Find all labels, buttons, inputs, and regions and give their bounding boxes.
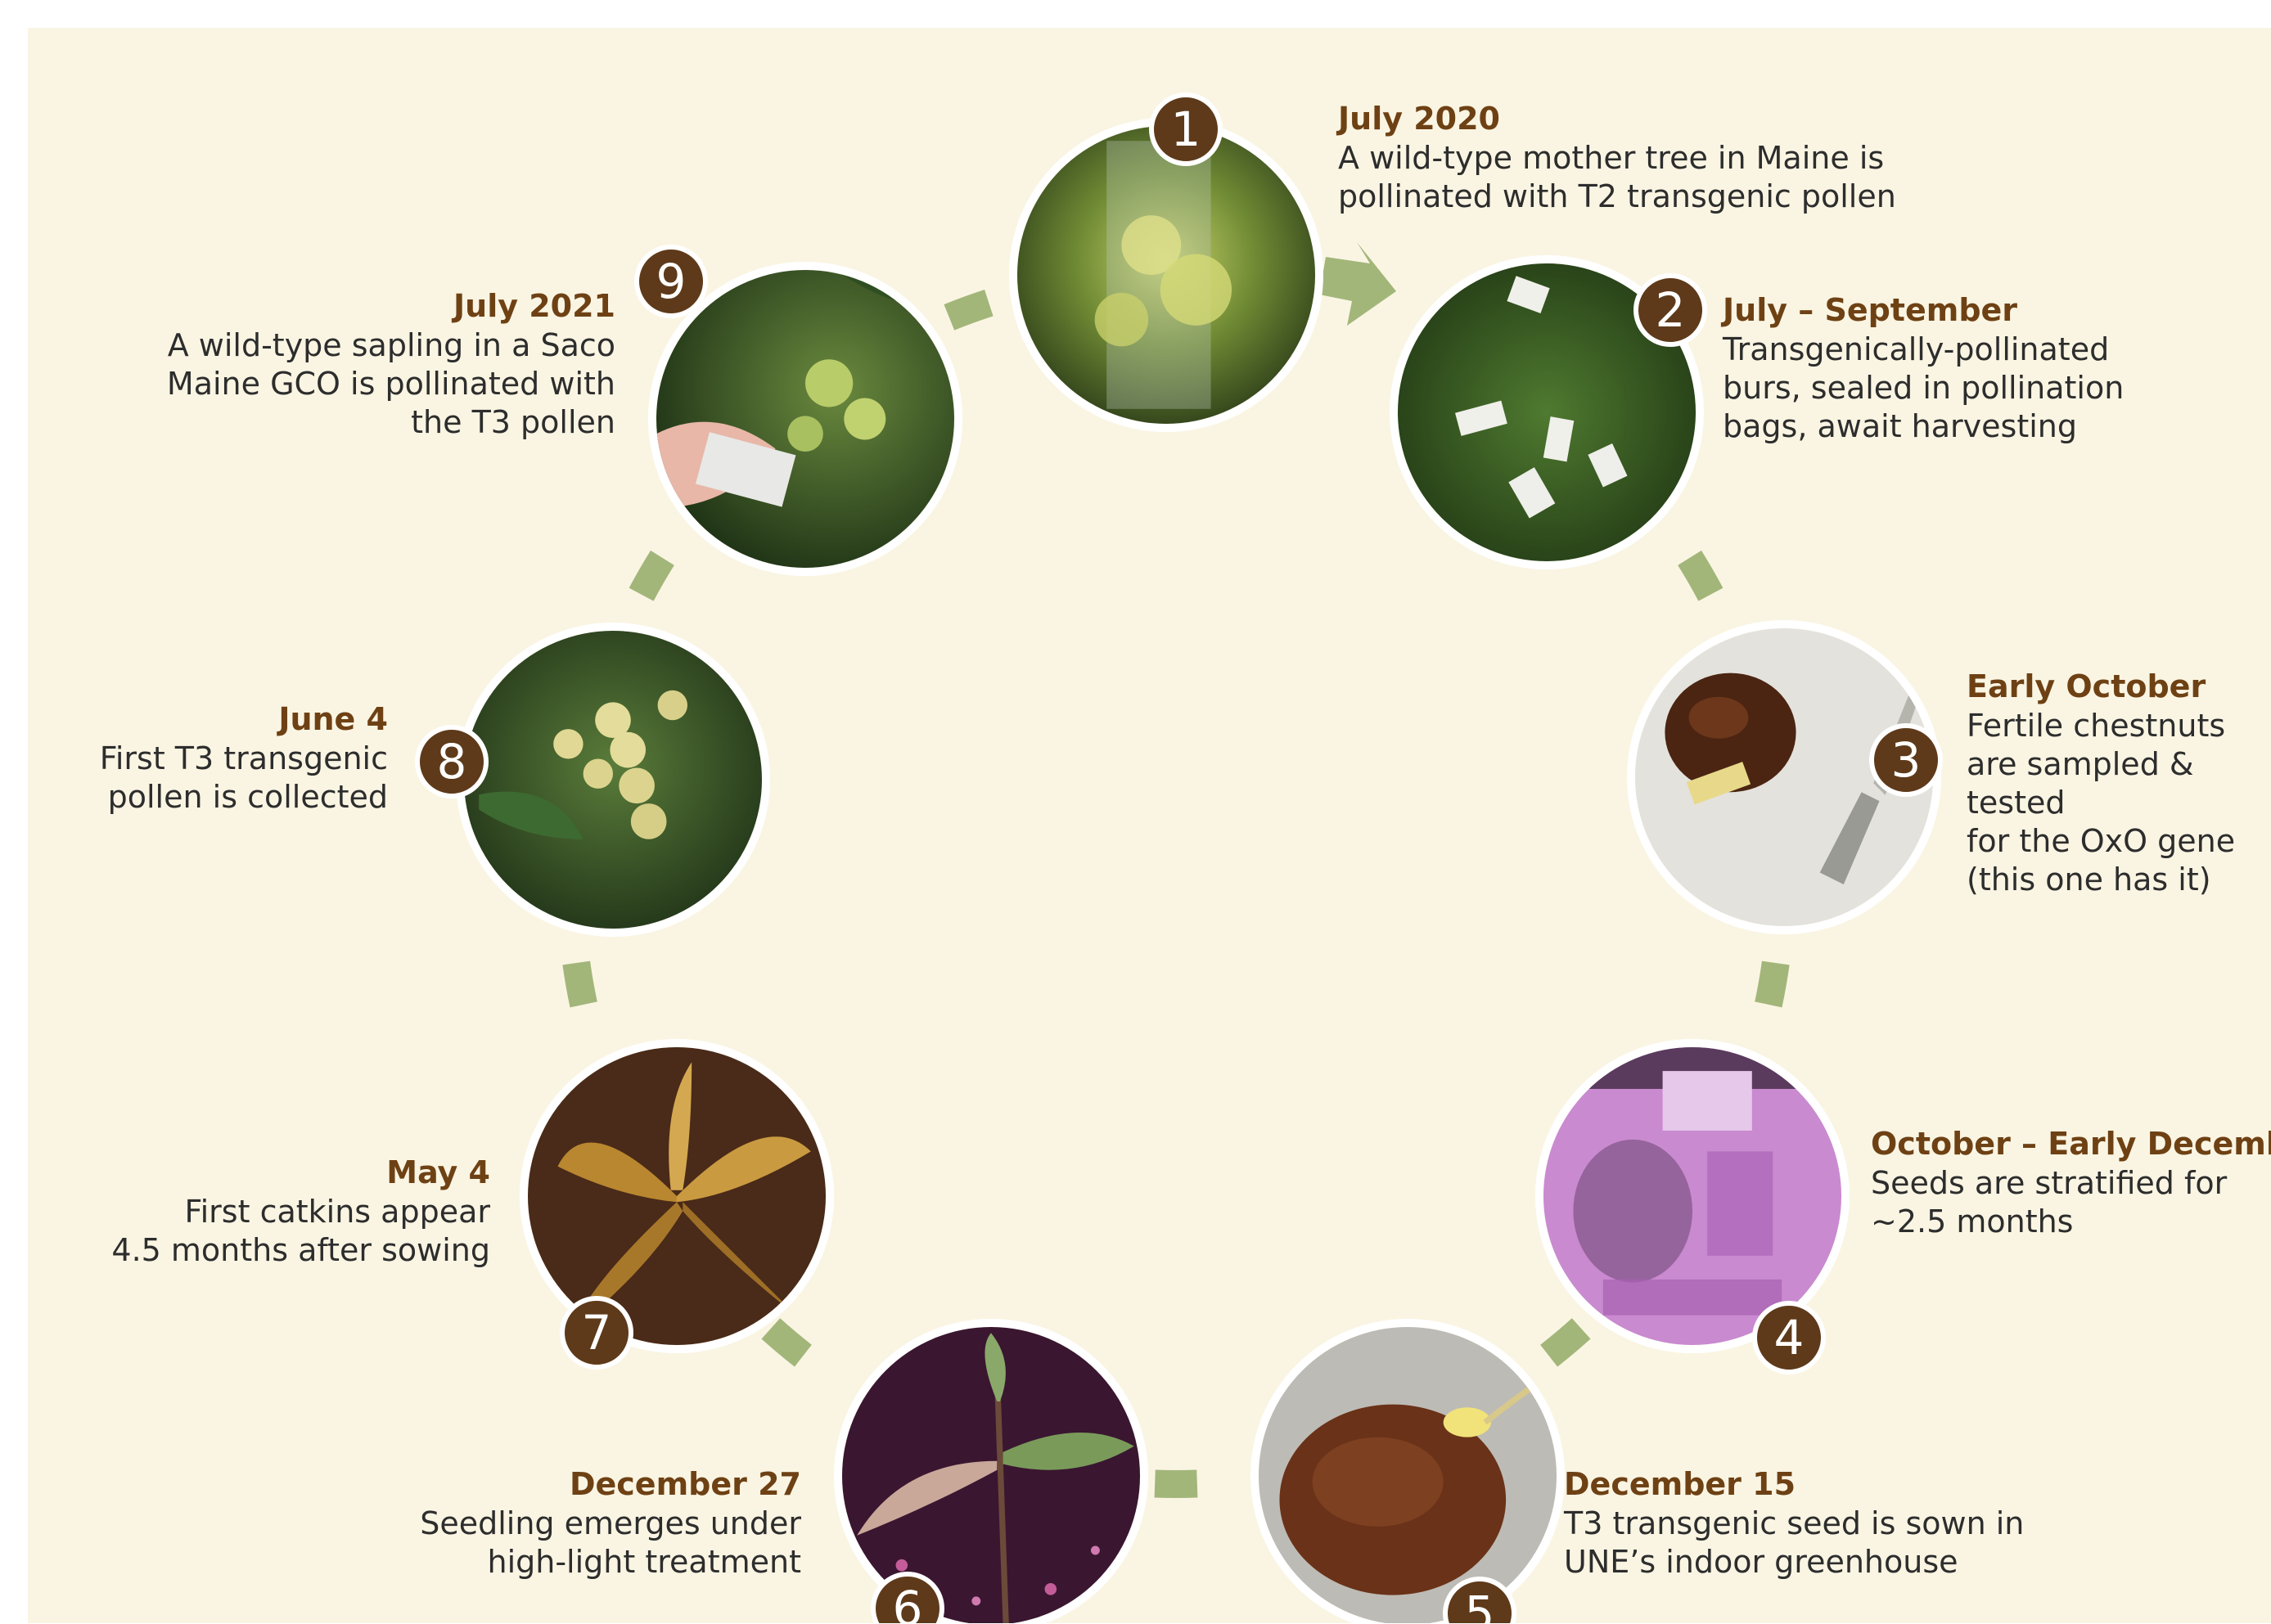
- hand-pollination-photo: [656, 270, 954, 568]
- lifecycle-diagram: 1 July 2020 A wild-type mother tree in M…: [28, 28, 2271, 1623]
- step-5-date: December 15: [1564, 1464, 2088, 1505]
- refrigerator-photo: [1543, 1047, 1841, 1345]
- step-1-label: July 2020 A wild-type mother tree in Mai…: [1338, 98, 1911, 216]
- ring-segment: [771, 1329, 804, 1356]
- step-8-date: June 4: [61, 699, 388, 740]
- step-1-date: July 2020: [1338, 98, 1911, 139]
- step-4-description: Seeds are stratified for ~2.5 months: [1871, 1164, 2271, 1241]
- step-9-date: July 2021: [110, 286, 615, 326]
- step-9-label: July 2021 A wild-type sapling in a Saco …: [110, 286, 615, 442]
- step-2-description: Transgenically-pollinated burs, sealed i…: [1723, 331, 2263, 446]
- step-3-label: Early October Fertile chestnuts are samp…: [1967, 666, 2271, 899]
- step-2-badge: 2: [1633, 273, 1707, 347]
- step-6-label: December 27 Seedling emerges under high-…: [347, 1464, 801, 1581]
- step-7-description: First catkins appear 4.5 months after so…: [77, 1193, 490, 1270]
- step-2-date: July – September: [1723, 290, 2263, 331]
- step-7-label: May 4 First catkins appear 4.5 months af…: [77, 1152, 490, 1270]
- step-6-description: Seedling emerges under high-light treatm…: [347, 1505, 801, 1581]
- step-3-description: Fertile chestnuts are sampled & tested f…: [1967, 707, 2271, 899]
- step-4-badge: 4: [1752, 1301, 1826, 1374]
- ring-segment: [1549, 1329, 1582, 1356]
- step-1-description: A wild-type mother tree in Maine is poll…: [1338, 139, 1911, 216]
- ring-segment: [1769, 963, 1776, 1005]
- step-1-badge: 1: [1149, 92, 1223, 166]
- step-8-description: First T3 transgenic pollen is collected: [61, 740, 388, 816]
- cycle-arrow-icon: [1319, 242, 1396, 326]
- step-3-badge: 3: [1869, 723, 1943, 797]
- ring-segment: [642, 558, 663, 595]
- step-8-label: June 4 First T3 transgenic pollen is col…: [61, 699, 388, 816]
- step-5-label: December 15 T3 transgenic seed is sown i…: [1564, 1464, 2088, 1581]
- step-5-description: T3 transgenic seed is sown in UNE’s indo…: [1564, 1505, 2088, 1581]
- chestnut-flower-photo: [1017, 126, 1315, 424]
- step-9-description: A wild-type sapling in a Saco Maine GCO …: [110, 326, 615, 442]
- ring-segment: [576, 963, 584, 1005]
- step-3-date: Early October: [1967, 666, 2271, 707]
- ring-segment: [949, 303, 989, 317]
- step-4-label: October – Early December Seeds are strat…: [1871, 1123, 2271, 1241]
- step-4-date: October – Early December: [1871, 1123, 2271, 1164]
- catkins-photo: [464, 631, 762, 929]
- step-7-date: May 4: [77, 1152, 490, 1193]
- step-6-date: December 27: [347, 1464, 801, 1505]
- step-8-badge: 8: [415, 725, 489, 799]
- ring-segment: [1690, 558, 1711, 595]
- young-leaves-photo: [528, 1047, 826, 1345]
- step-9-badge: 9: [634, 245, 708, 318]
- sprouting-seed-photo: [1259, 1327, 1557, 1623]
- step-2-label: July – September Transgenically-pollinat…: [1723, 290, 2263, 446]
- step-7-badge: 7: [560, 1296, 633, 1370]
